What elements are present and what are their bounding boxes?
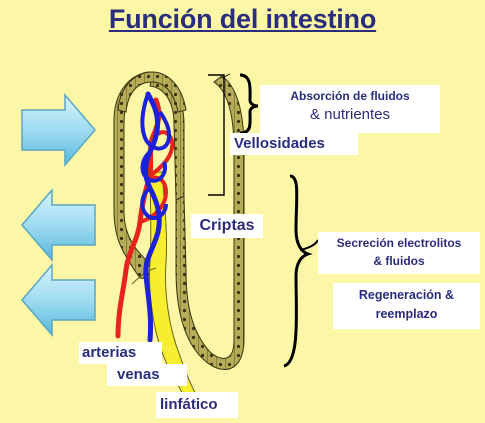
arrow-left-icon	[21, 262, 96, 338]
crypts-label: Criptas	[191, 214, 263, 238]
brace-absorption	[239, 73, 259, 135]
secretion-label: Secreción electrolitos & fluidos	[318, 232, 480, 274]
villi-label: Vellosidades	[230, 133, 358, 155]
brace-crypt	[283, 174, 319, 368]
arteries-label: arterias	[79, 342, 162, 364]
arrow-left-icon	[21, 187, 96, 263]
lymphatic-label: linfático	[156, 392, 238, 418]
secretion-label-line2: & fluidos	[373, 254, 425, 268]
absorption-label-line2: & nutrientes	[309, 106, 391, 123]
vein-vessel	[140, 91, 171, 343]
secretion-label-line1: Secreción electrolitos	[336, 236, 462, 250]
page-title: Función del intestino	[108, 4, 377, 34]
regeneration-label-line2: reemplazo	[375, 307, 438, 321]
regeneration-label-line1: Regeneración &	[358, 288, 455, 302]
absorption-label-line1: Absorción de fluidos	[290, 89, 410, 103]
veins-label: venas	[107, 364, 187, 386]
epithelium	[113, 71, 245, 371]
arrow-right-icon	[21, 92, 96, 168]
regeneration-label: Regeneración & reemplazo	[333, 283, 480, 329]
bracket-villus	[208, 74, 225, 196]
absorption-label: Absorción de fluidos & nutrientes	[260, 85, 440, 133]
